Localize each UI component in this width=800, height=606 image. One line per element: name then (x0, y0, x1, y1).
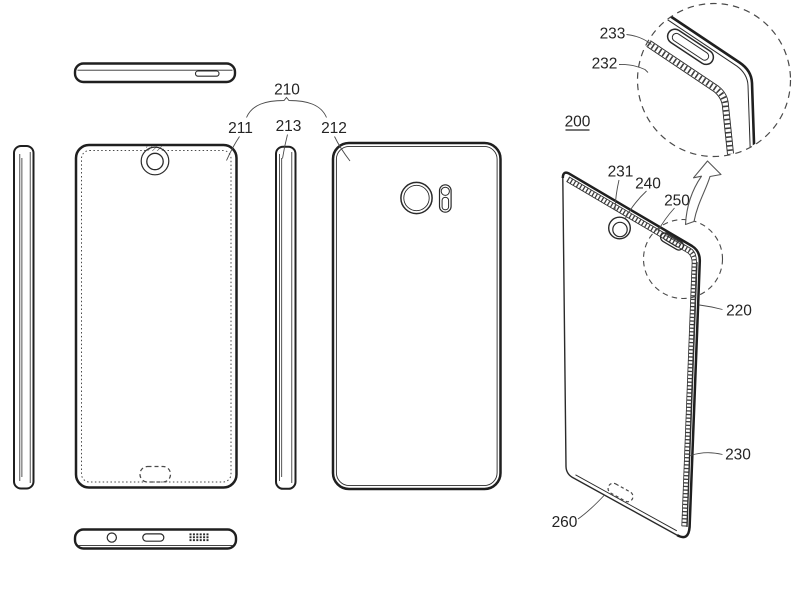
leader-231 (614, 179, 620, 211)
leader-233 (626, 34, 652, 45)
figure-number-200: 200 (565, 114, 591, 131)
perspective-view: 231 240 250 220 230 260 (552, 164, 752, 539)
leader-211 (226, 136, 240, 161)
ref-label-240: 240 (635, 176, 661, 193)
sim-tray-slot (194, 70, 220, 77)
perspective-camera-hole (608, 216, 632, 240)
back-body-outline (331, 141, 502, 491)
detail-dashed-circle (636, 2, 792, 158)
perspective-outer-edge (561, 171, 702, 539)
notch-hatch-ring (140, 146, 170, 176)
ref-label-210: 210 (274, 82, 300, 99)
leader-260 (577, 494, 605, 520)
bottom-edge-view (73, 528, 238, 550)
back-view (331, 141, 502, 491)
ref-label-250: 250 (664, 193, 690, 210)
ref-label-213: 213 (276, 118, 302, 135)
top-edge-view (73, 62, 237, 84)
ref-label-212: 212 (321, 120, 347, 137)
ref-label-260: 260 (552, 514, 578, 531)
left-edge-view (13, 145, 35, 490)
bezel-band-outer-line (568, 176, 697, 527)
speaker-grille-holes (189, 533, 209, 542)
top-edge-body (73, 62, 237, 84)
usb-port-slot (142, 533, 165, 542)
detail-corner-drawing (646, 14, 756, 156)
leader-250 (657, 207, 675, 232)
front-bottom-port-dashed (139, 465, 172, 483)
detail-outer-edge-line (669, 14, 756, 156)
ref-label-232: 232 (592, 56, 618, 73)
leader-240 (624, 190, 647, 220)
flash-led-window (441, 196, 450, 211)
right-edge-double-line (686, 261, 698, 528)
front-camera-lens (146, 152, 164, 171)
magnify-arrow (684, 160, 722, 226)
roi-dashed-circle (642, 218, 724, 300)
perspective-body (562, 171, 701, 538)
perspective-bottom-port-dashed (607, 482, 634, 503)
notch-shoulder-hatch (146, 146, 164, 151)
ref-label-233: 233 (600, 26, 626, 43)
left-edge-body (13, 145, 35, 490)
ref-label-220: 220 (726, 303, 752, 320)
detail-band-inner-line (646, 46, 729, 156)
detail-inner-edge-line (667, 19, 751, 156)
ref-label-211: 211 (228, 120, 253, 137)
reference-group-210: 210 211 213 212 (226, 82, 351, 162)
leader-212 (334, 136, 351, 162)
headphone-jack-hole (106, 532, 118, 543)
bottom-edge-body (73, 528, 238, 550)
ref-label-200: 200 (565, 114, 591, 131)
back-flash-module (438, 184, 452, 213)
back-inner-line (335, 145, 498, 487)
right-edge-body (275, 145, 297, 490)
front-view (74, 143, 238, 489)
right-edge-view (275, 145, 297, 490)
detail-circle-view: 233 232 (592, 2, 792, 158)
leader-230 (690, 452, 723, 456)
bezel-band-hatch (566, 177, 697, 527)
front-camera-notch (140, 146, 170, 176)
flash-led-circle (440, 186, 450, 196)
ref-label-230: 230 (725, 447, 751, 464)
detail-band-outer-line (650, 40, 735, 156)
leader-232 (618, 64, 649, 73)
leader-220 (699, 304, 723, 310)
perspective-speaker-slot (659, 232, 685, 251)
front-body-outline (74, 143, 238, 489)
bottom-edge-double-line (575, 474, 678, 532)
perspective-camera-lens (612, 221, 628, 238)
ref-label-231: 231 (608, 164, 634, 181)
leader-213 (282, 134, 288, 159)
brace-210 (246, 96, 327, 118)
detail-band-hatch (646, 41, 734, 156)
display-window-dashed-outline (81, 150, 232, 483)
back-camera-ring (400, 181, 433, 215)
